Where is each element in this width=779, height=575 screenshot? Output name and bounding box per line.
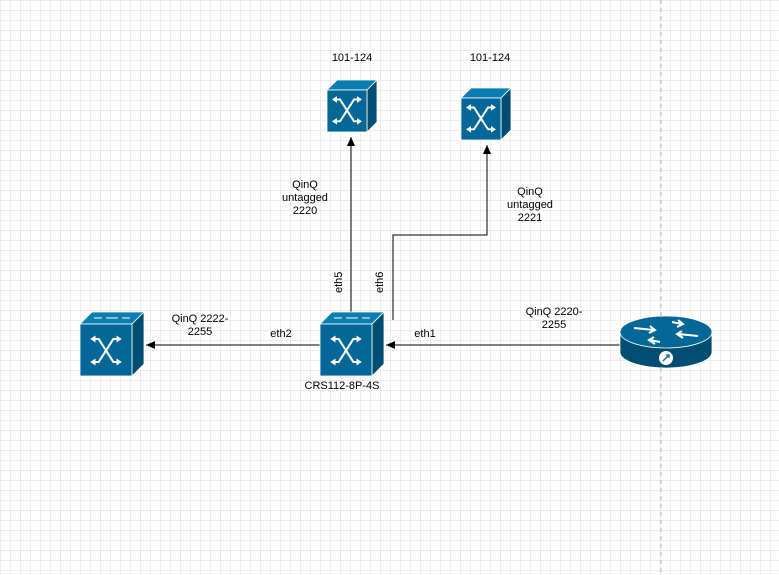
router[interactable] [619,315,713,369]
router-icon [619,315,713,369]
eth1-vlan-label: QinQ 2220- 2255 [514,306,594,332]
switch-icon [326,79,378,133]
left-switch[interactable] [79,311,145,377]
eth5-vlan-line-2: untagged [282,192,328,204]
top-left-switch-label: 101-124 [331,52,373,64]
top-left-switch[interactable] [326,79,378,133]
top-right-switch-label: 101-124 [469,52,511,64]
core-switch[interactable] [319,311,385,377]
eth1-vlan-line-1: QinQ 2220- [525,306,583,318]
switch-icon [79,311,145,377]
eth2-vlan-label: QinQ 2222- 2255 [160,313,240,339]
top-right-switch[interactable] [460,87,512,141]
eth6-vlan-line-1: QinQ [517,186,543,198]
eth5-vlan-label: QinQ untagged 2220 [270,179,340,218]
eth6-port-label: eth6 [374,271,386,293]
eth6-vlan-label: QinQ untagged 2221 [495,186,565,225]
switch-icon [319,311,385,377]
eth6-vlan-line-2: untagged [507,199,553,211]
eth2-vlan-line-2: 2255 [187,326,213,338]
eth5-vlan-line-1: QinQ [292,179,318,191]
eth2-vlan-line-1: QinQ 2222- [171,313,229,325]
eth1-port-label: eth1 [414,328,436,340]
eth1-vlan-line-2: 2255 [541,319,567,331]
core-switch-label: CRS112-8P-4S [304,380,380,392]
eth6-vlan-line-3: 2221 [517,212,543,224]
edge-eth6 [392,145,491,320]
eth5-port-label: eth5 [333,271,345,293]
switch-icon [460,87,512,141]
eth5-vlan-line-3: 2220 [292,205,318,217]
eth2-port-label: eth2 [270,328,292,340]
